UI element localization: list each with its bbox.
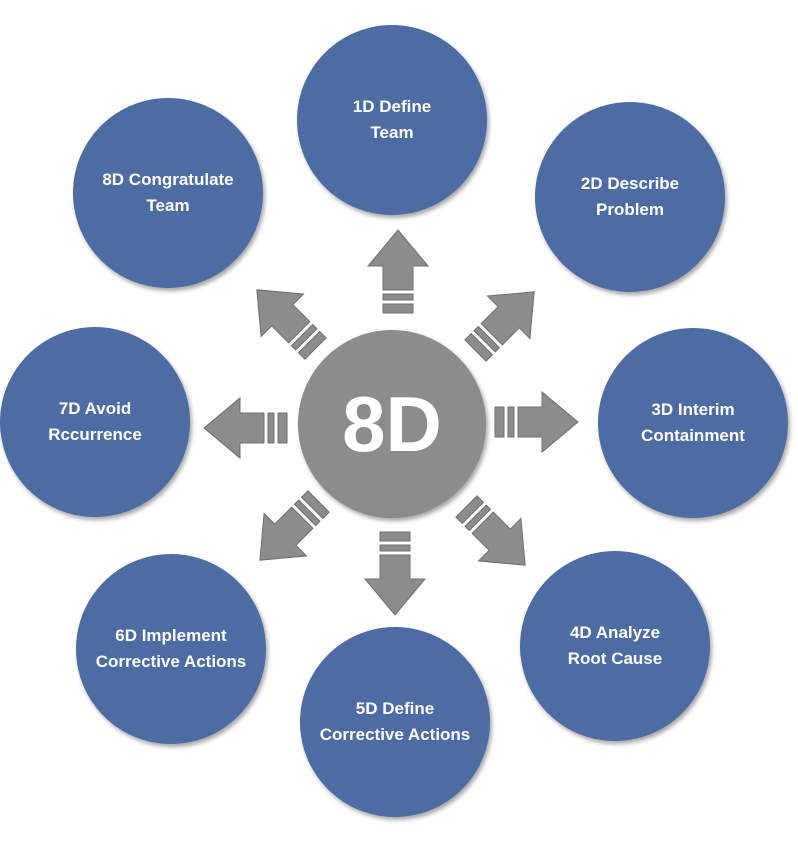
step-4d-line1: 4D Analyze (569, 623, 661, 642)
step-2d-line2: Problem (595, 200, 665, 219)
arrow-to-5d-icon (364, 531, 426, 616)
step-4d-analyze-root-cause: 4D Analyze Root Cause (520, 551, 710, 741)
step-1d-define-team: 1D Define Team (297, 25, 487, 215)
step-5d-line1: 5D Define (355, 699, 435, 718)
arrow-to-1d-icon (367, 229, 429, 314)
step-6d-implement-corrective-actions: 6D Implement Corrective Actions (76, 554, 266, 744)
step-1d-line2: Team (370, 123, 414, 142)
arrow-to-2d-icon (453, 270, 556, 373)
step-3d-interim-containment: 3D Interim Containment (598, 328, 788, 518)
step-8d-line2: Team (146, 196, 190, 215)
step-7d-line2: Rccurrence (48, 425, 142, 444)
arrow-to-4d-icon (444, 484, 547, 587)
step-2d-line1: 2D Describe (580, 174, 680, 193)
step-5d-line2: Corrective Actions (319, 725, 471, 744)
arrow-to-6d-icon (238, 479, 341, 582)
step-7d-line1: 7D Avoid (58, 399, 132, 418)
step-6d-line2: Corrective Actions (95, 652, 247, 671)
step-8d-line1: 8D Congratulate (102, 170, 234, 189)
step-5d-define-corrective-actions: 5D Define Corrective Actions (300, 627, 490, 817)
step-6d-line1: 6D Implement (115, 626, 227, 645)
arrow-to-7d-icon (203, 397, 288, 459)
hub-label: 8D (342, 379, 442, 468)
step-3d-line1: 3D Interim (651, 400, 735, 419)
step-8d-congratulate-team: 8D Congratulate Team (73, 98, 263, 288)
step-4d-line2: Root Cause (567, 649, 663, 668)
arrow-to-3d-icon (494, 391, 579, 453)
step-1d-line1: 1D Define (352, 97, 432, 116)
step-2d-describe-problem: 2D Describe Problem (535, 102, 725, 292)
arrow-to-8d-icon (235, 268, 338, 371)
step-7d-avoid-recurrence: 7D Avoid Rccurrence (0, 327, 190, 517)
step-3d-line2: Containment (641, 426, 745, 445)
center-hub: 8D (298, 330, 486, 518)
